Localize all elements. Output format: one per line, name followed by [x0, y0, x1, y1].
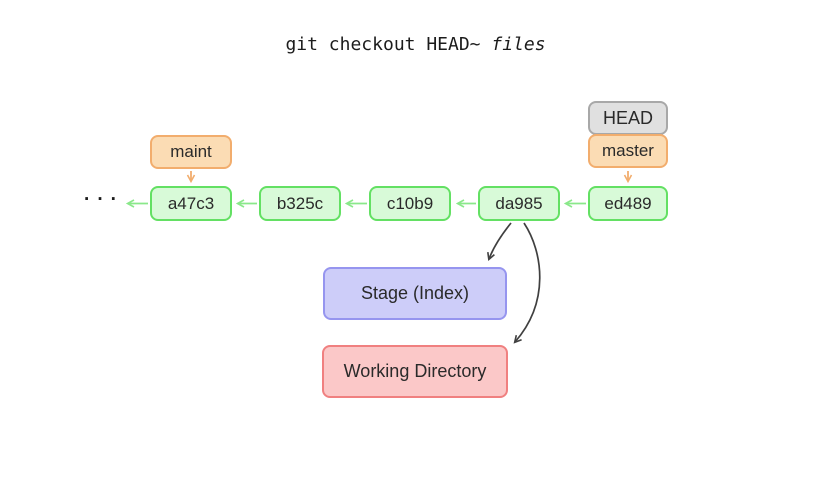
diagram-title: git checkout HEAD~ files	[0, 34, 831, 55]
title-command: git checkout HEAD~	[285, 34, 492, 55]
commit-node-b325c: b325c	[259, 186, 341, 221]
commit-node-ed489: ed489	[588, 186, 668, 221]
branch-label-master-text: master	[602, 141, 654, 160]
working-directory-box: Working Directory	[322, 345, 508, 398]
commit-id: b325c	[276, 193, 324, 213]
stage-index-box: Stage (Index)	[323, 267, 507, 320]
commit-id: da985	[495, 193, 543, 213]
commit-node-c10b9: c10b9	[369, 186, 451, 221]
branch-label-maint-text: maint	[170, 142, 212, 161]
branch-label-master: master	[588, 134, 668, 168]
commit-id: ed489	[604, 193, 652, 213]
commit-id: c10b9	[386, 193, 434, 213]
branch-label-maint: maint	[150, 135, 232, 169]
working-directory-label: Working Directory	[343, 361, 487, 381]
history-ellipsis: ···	[84, 189, 124, 210]
commit-id: a47c3	[167, 193, 215, 213]
head-label: HEAD	[588, 101, 668, 135]
commit-node-a47c3: a47c3	[150, 186, 232, 221]
commit-node-da985: da985	[478, 186, 560, 221]
head-label-text: HEAD	[602, 107, 653, 128]
stage-index-label: Stage (Index)	[360, 283, 470, 303]
title-argument: files	[491, 34, 546, 55]
arrow-da985-to-working-directory	[513, 222, 541, 344]
arrow-da985-to-stage	[487, 222, 512, 262]
